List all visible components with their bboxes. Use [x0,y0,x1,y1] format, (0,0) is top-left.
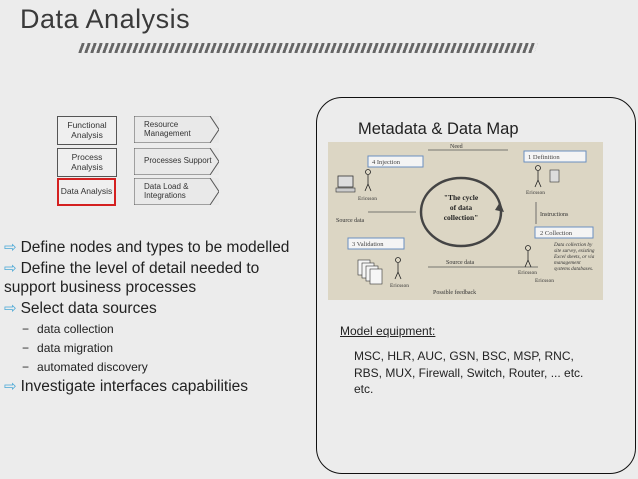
step-label: 2 Collection [540,230,573,237]
arrow-right-icon: ⇨ [4,260,17,277]
model-equipment-list: MSC, HLR, AUC, GSN, BSC, MSP, RNC, RBS, … [354,349,584,396]
ericsson-label: Ericsson [518,270,537,276]
svg-text:site survey, existing: site survey, existing [554,248,595,254]
computer-icon [337,175,354,188]
ericsson-label: Ericsson [535,278,554,284]
process-arrow-data-load-integrations: Data Load & Integrations [134,178,219,205]
panel-title: Metadata & Data Map [358,120,519,138]
step-label: 3 Validation [352,241,384,248]
step-label: 4 Injection [372,159,401,166]
server-icon [549,169,560,183]
step-box-injection [367,155,424,168]
cycle-text: of data [450,203,473,212]
source-label: Source data [336,218,364,224]
step-box-validation [347,237,405,250]
bullet-item: ⇨Select data sources [4,300,157,317]
svg-text:systems databases.: systems databases. [554,266,593,272]
instructions-label: Instructions [540,212,569,218]
documents-icon [357,259,383,285]
arrow-right-icon: ⇨ [4,378,17,395]
person-icon [524,245,532,268]
bullet-item: ⇨Investigate interfaces capabilities [4,378,249,395]
feedback-label: Possible feedback [433,289,476,296]
source-label: Source data [446,260,474,266]
process-box-functional-analysis: Functional Analysis [57,116,117,145]
collection-note: Data collection by site survey, existing… [553,242,595,272]
svg-text:Data collection by: Data collection by [553,242,593,248]
person-icon [364,169,372,192]
ericsson-label: Ericsson [526,190,545,196]
ericsson-label: Ericsson [390,283,409,289]
arrow-right-icon: ⇨ [4,300,17,317]
svg-text:Excel sheets, or via: Excel sheets, or via [553,254,595,260]
model-equipment-label: Model equipment: [340,324,436,338]
keyboard-icon [335,187,356,193]
need-label: Need [450,144,463,150]
person-icon [394,257,402,280]
step-label: 1 Definition [528,154,560,161]
cycle-text: collection" [444,213,479,222]
bullet-item: ⇨Define nodes and types to be modelled [4,239,290,256]
person-icon [534,165,542,188]
bullet-list: ⇨Define nodes and types to be modelled ⇨… [4,238,314,398]
bullet-item: ⇨Define the level of detail needed to su… [4,260,260,296]
page-title: Data Analysis [20,4,191,34]
process-arrow-processes-support: Processes Support [134,148,219,175]
cycle-text: "The cycle [444,193,479,202]
data-collection-cycle-diagram: "The cycle of data collection" 4 Injecti… [328,142,603,300]
cycle-arrowhead [495,202,504,212]
process-box-process-analysis: Process Analysis [57,148,117,177]
cycle-ring [419,176,503,248]
ericsson-label: Ericsson [358,196,377,202]
svg-text:management: management [554,260,581,266]
metadata-panel [316,97,636,474]
title-underline-decoration [78,43,538,53]
step-box-definition [523,150,587,163]
arrow-right-icon: ⇨ [4,239,17,256]
sub-bullet-item: −automated discovery [22,360,148,374]
process-arrow-resource-management: Resource Management [134,116,219,143]
step-box-collection [534,226,594,239]
process-box-data-analysis: Data Analysis [57,178,116,206]
sub-bullet-item: −data migration [22,341,114,355]
sub-bullet-item: −data collection [22,322,114,336]
